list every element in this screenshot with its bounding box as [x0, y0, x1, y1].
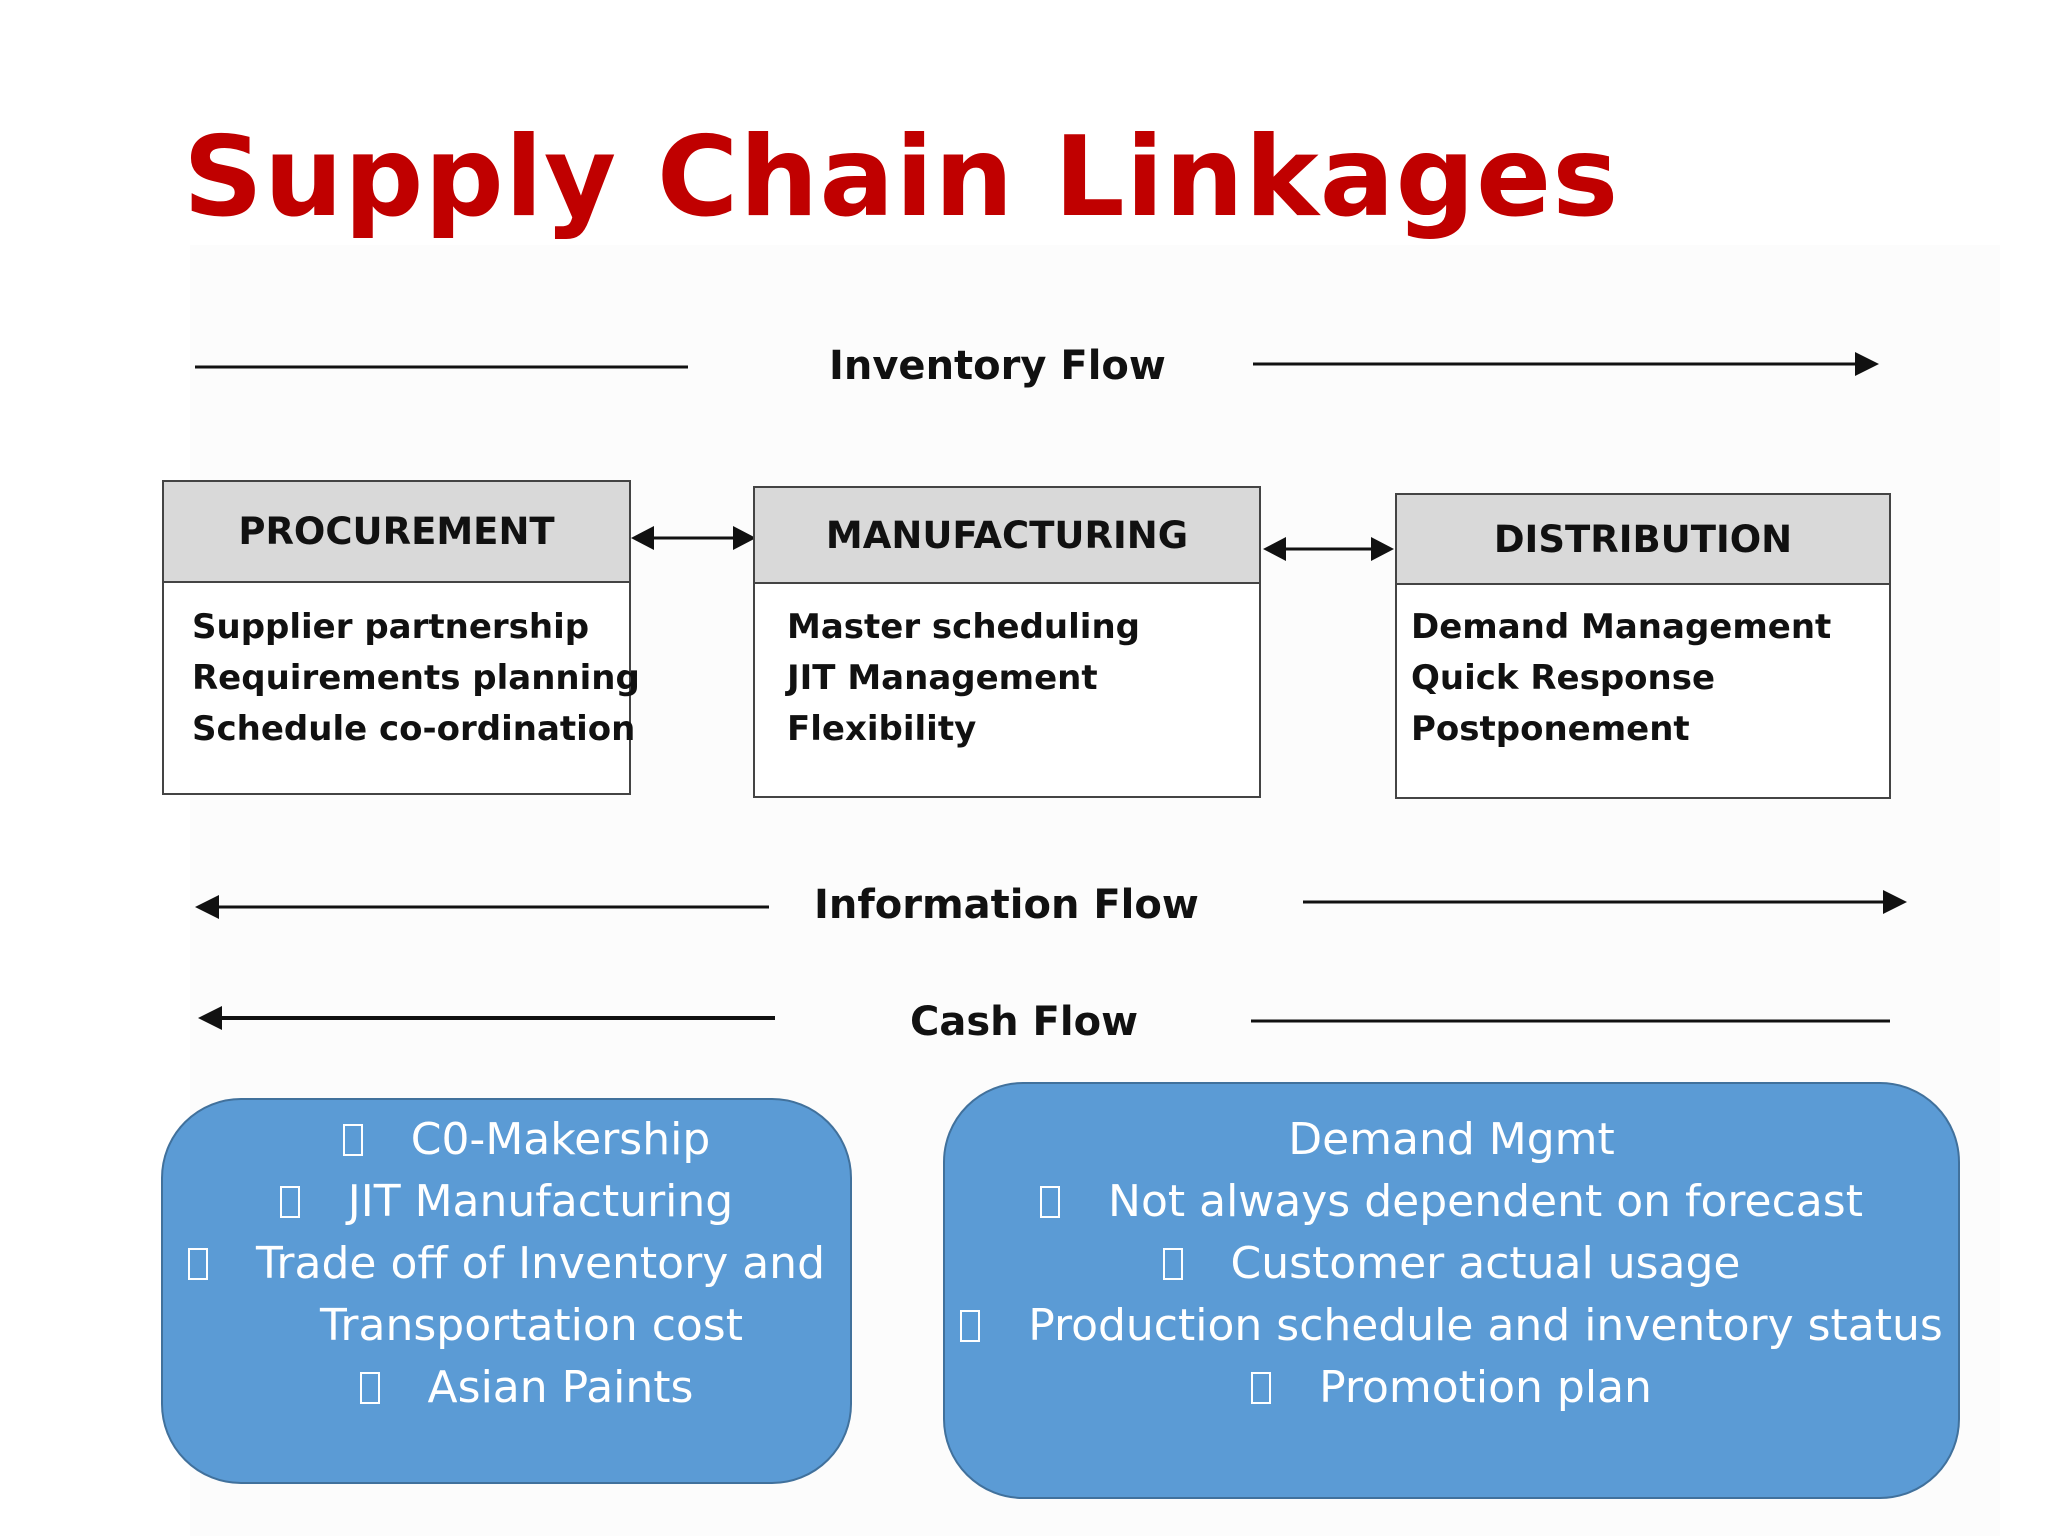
- right-note-line: Customer actual usage: [945, 1242, 1958, 1286]
- procurement-items: Supplier partnership Requirements planni…: [192, 602, 640, 755]
- manufacturing-item: Flexibility: [787, 709, 977, 749]
- distribution-item: Postponement: [1411, 709, 1690, 749]
- manufacturing-heading: MANUFACTURING: [755, 488, 1259, 584]
- distribution-box: DISTRIBUTION Demand Management Quick Res…: [1395, 493, 1891, 799]
- manufacturing-item: Master scheduling: [787, 607, 1140, 647]
- slide-title: Supply Chain Linkages: [183, 113, 1620, 242]
- procurement-item: Requirements planning: [192, 658, 640, 698]
- left-note: C0-Makership JIT Manufacturing Trade off…: [161, 1098, 852, 1484]
- bullet-box-icon: [342, 1124, 363, 1156]
- right-note: Demand Mgmt Not always dependent on fore…: [943, 1082, 1960, 1499]
- distribution-item: Demand Management: [1411, 607, 1832, 647]
- left-note-line: JIT Manufacturing: [163, 1180, 850, 1224]
- manufacturing-item: JIT Management: [787, 658, 1098, 698]
- left-note-line: C0-Makership: [163, 1118, 850, 1162]
- bullet-box-icon: [188, 1248, 208, 1280]
- inventory-flow-label: Inventory Flow: [829, 343, 1166, 389]
- bullet-box-icon: [359, 1372, 380, 1404]
- manufacturing-items: Master scheduling JIT Management Flexibi…: [787, 602, 1140, 755]
- distribution-heading: DISTRIBUTION: [1397, 495, 1889, 585]
- bullet-box-icon: [1040, 1186, 1061, 1218]
- right-note-line: Promotion plan: [945, 1366, 1958, 1410]
- left-note-line: Transportation cost: [320, 1300, 743, 1351]
- cash-flow-label: Cash Flow: [910, 999, 1139, 1045]
- right-note-line: Not always dependent on forecast: [945, 1180, 1958, 1224]
- bullet-box-icon: [960, 1310, 981, 1342]
- distribution-item: Quick Response: [1411, 658, 1716, 698]
- bullet-box-icon: [1251, 1372, 1272, 1404]
- manufacturing-box: MANUFACTURING Master scheduling JIT Mana…: [753, 486, 1261, 798]
- distribution-items: Demand Management Quick Response Postpon…: [1411, 602, 1831, 755]
- information-flow-label: Information Flow: [814, 882, 1199, 928]
- right-note-line: Production schedule and inventory status: [945, 1304, 1958, 1348]
- left-note-line: Asian Paints: [163, 1366, 850, 1410]
- right-note-line: Demand Mgmt: [1288, 1114, 1615, 1165]
- procurement-box: PROCUREMENT Supplier partnership Require…: [162, 480, 640, 795]
- procurement-item: Supplier partnership: [192, 607, 590, 647]
- procurement-item: Schedule co-ordination: [192, 709, 636, 749]
- bullet-box-icon: [1162, 1248, 1183, 1280]
- bullet-box-icon: [279, 1186, 300, 1218]
- procurement-heading: PROCUREMENT: [164, 482, 629, 583]
- left-note-line: Trade off of Inventory and: [163, 1242, 850, 1286]
